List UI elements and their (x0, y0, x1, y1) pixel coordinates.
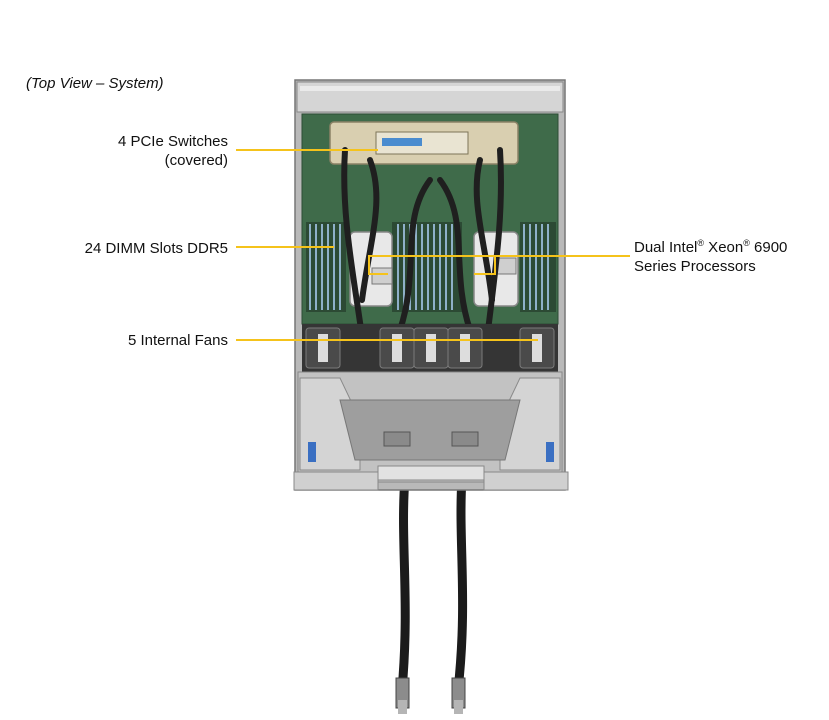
cpu-line2: Series Processors (634, 258, 756, 275)
cpu-leader-left-tick (368, 273, 388, 275)
pcie-switches-line2: (covered) (164, 152, 228, 169)
registered-mark: ® (697, 238, 705, 248)
fans-leader (236, 339, 538, 341)
dimm-slots-line1: 24 DIMM Slots DDR5 (84, 240, 228, 257)
cpu-leader-left-drop (368, 255, 370, 275)
liquid-cooling-hose-icon (395, 477, 468, 714)
pcie-switches-label: 4 PCIe Switches (covered) (118, 132, 228, 170)
cpu-line1-mid: Xeon (704, 239, 744, 256)
dimm-slots-label: 24 DIMM Slots DDR5 (85, 239, 228, 258)
cpu-line1-pre: Dual Intel (634, 239, 698, 256)
fans-line1: 5 Internal Fans (127, 332, 228, 349)
cpu-line1: Dual Intel® Xeon® 6900 (634, 238, 787, 257)
cpu-leader-right-tick (474, 273, 496, 275)
view-caption: (Top View – System) (26, 75, 164, 92)
pcie-switches-line1: 4 PCIe Switches (117, 133, 228, 150)
fans-label: 5 Internal Fans (128, 331, 228, 350)
cpu-label: Dual Intel® Xeon® 6900 Series Processors (634, 238, 787, 276)
cpu-line1-post: 6900 (749, 239, 788, 256)
dimm-slot-icon (306, 222, 556, 312)
pcie-switches-leader (236, 149, 378, 151)
cpu-leader-right-drop (494, 255, 496, 275)
cpu-leader (368, 255, 630, 257)
registered-mark: ® (743, 238, 750, 248)
dimm-slots-leader (236, 246, 334, 248)
